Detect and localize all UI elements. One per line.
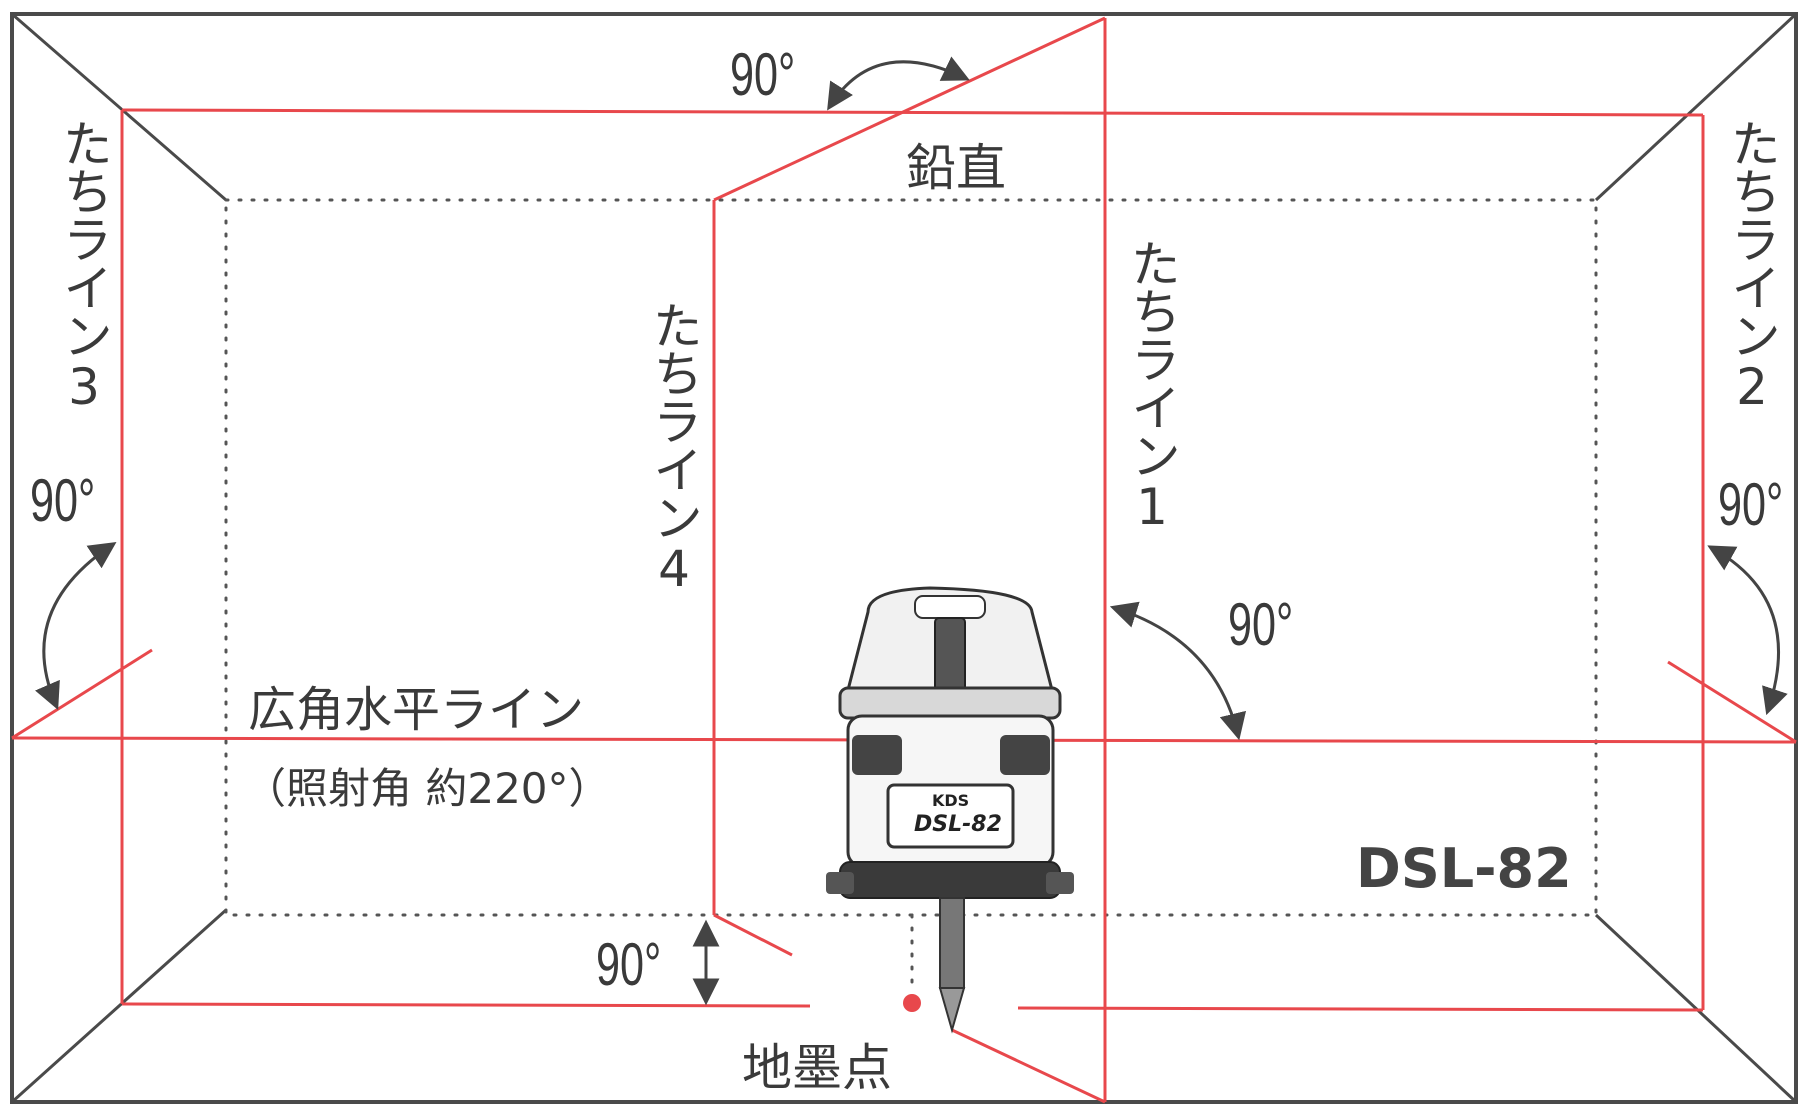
irradiation-angle-label: （照射角 約220°） [244,764,611,813]
device-brand-label: KDS [932,791,970,810]
angle-arrow-center [1109,601,1247,741]
angle-label-right: 90° [1718,471,1784,538]
room-diagonal [10,908,228,1104]
floor-laser-left [121,1002,811,1008]
angle-label-left: 90° [30,467,96,534]
floor-laser-right [1017,1006,1704,1012]
tachi-line-1-label: たちライン1 [1123,238,1181,534]
angle-label-bottom: 90° [596,931,662,998]
angle-arrow-left [35,541,117,710]
device-model-label: DSL-82 [914,812,1002,837]
tachi-line-4-label: たちライン4 [645,300,703,596]
ground-point-dot [903,994,921,1012]
laser-level-device [826,586,1074,1034]
room-outer-frame [10,12,1798,1104]
room-diagonal [1594,12,1798,202]
wide-horizontal-label: 広角水平ライン [248,682,585,738]
angle-arrow-right [1707,545,1788,716]
tachi-line-3-label: たちライン3 [55,118,113,414]
model-label: DSL-82 [1356,837,1572,900]
angle-label-center: 90° [1228,591,1294,658]
room-diagonal [11,12,227,202]
ground-point-label: 地墨点 [742,1039,892,1097]
angle-arrow-top [827,56,970,111]
angle-label-top: 90° [730,41,796,108]
tachi-line-2-label: たちライン2 [1723,118,1781,414]
horizontal-laser-left-wall [11,648,153,740]
tachi-line-4-laser-floor [713,913,793,957]
enchoku-label: 鉛直 [906,139,1006,197]
ceiling-laser-line [121,108,1704,117]
tachi-line-4-laser-floor-front [951,1028,1106,1104]
